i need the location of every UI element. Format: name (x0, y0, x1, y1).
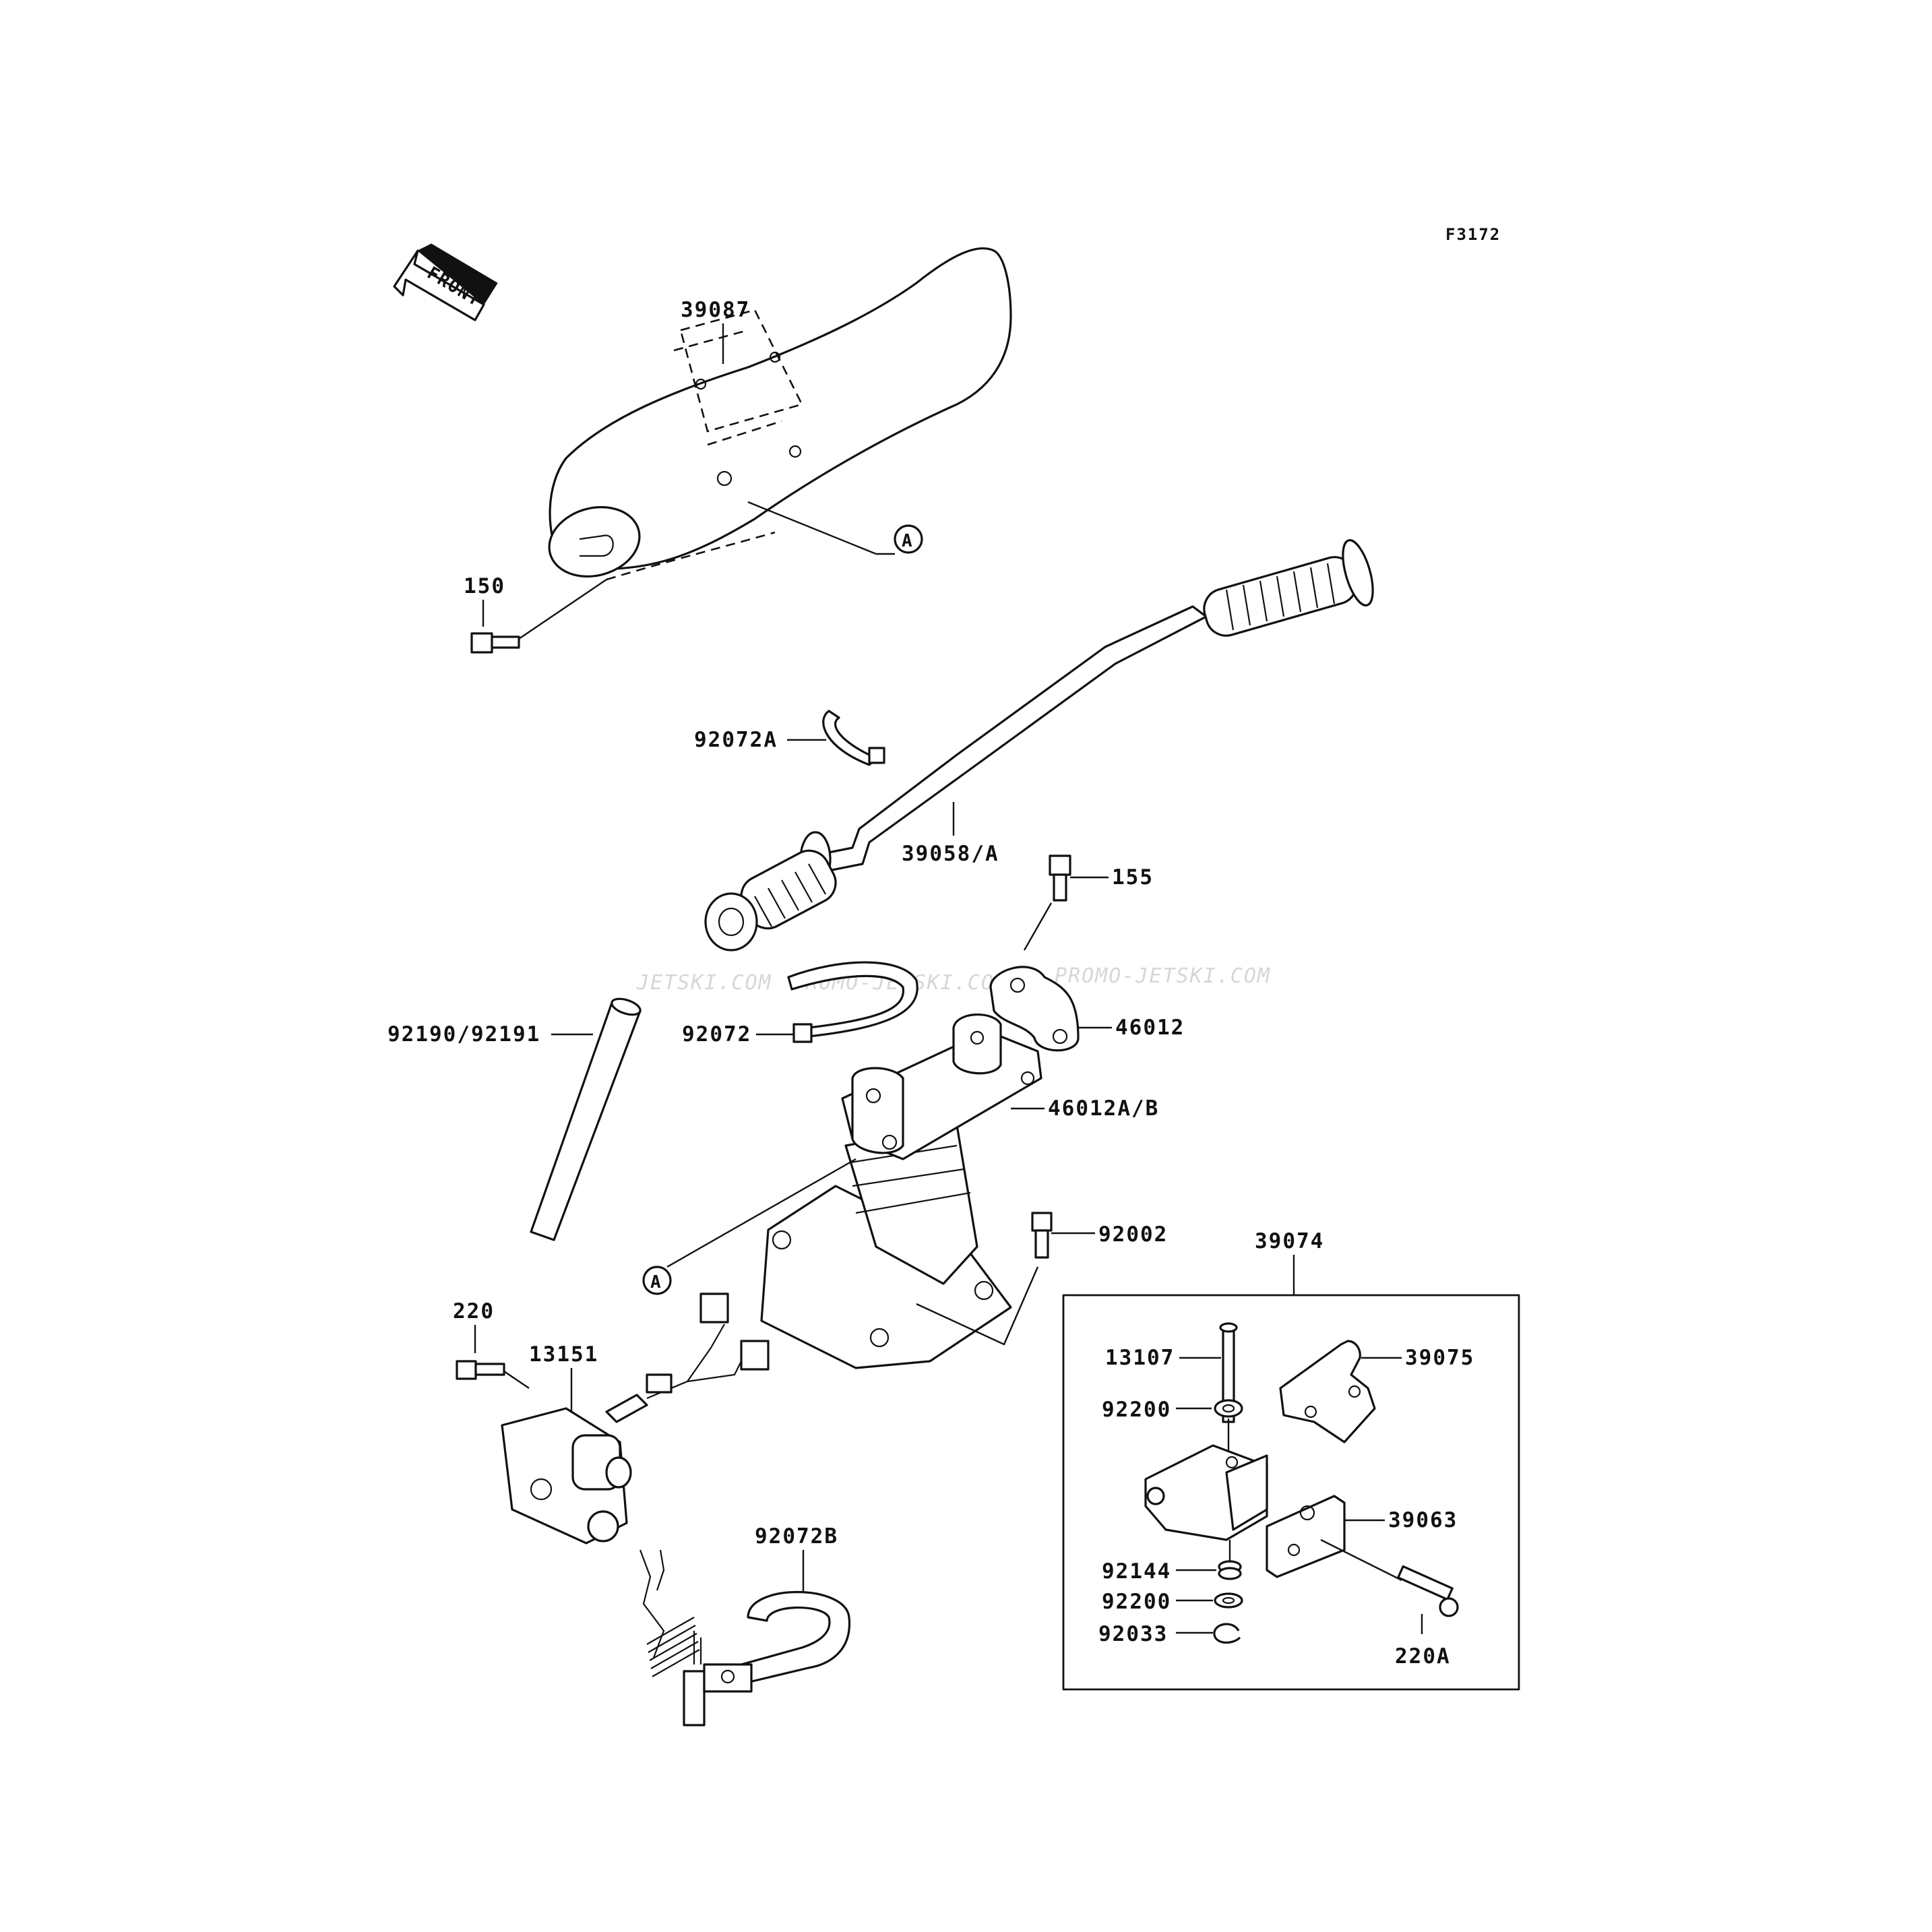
callout-92033: 92033 (1098, 1622, 1168, 1646)
callout-92072: 92072 (682, 1022, 751, 1047)
handle-cover (548, 247, 1012, 581)
callout-39063: 39063 (1388, 1508, 1458, 1532)
washer-92200-top (1214, 1399, 1243, 1418)
callout-39087: 39087 (681, 298, 750, 322)
watermark-text-1: JETSKI.COM (636, 971, 772, 995)
callout-92190: 92190/92191 (387, 1022, 540, 1047)
callout-150: 150 (464, 574, 505, 598)
washer-92200-bottom-hole (1222, 1596, 1235, 1604)
watermark: JETSKI.COM PROMO-JETSKI.COM PROMO-JETSKI… (636, 964, 1271, 995)
reference-mark-a-bottom (642, 1266, 672, 1295)
clip-92072b (639, 1549, 851, 1726)
washer-92200-bottom (1214, 1592, 1243, 1609)
pin-13107 (1219, 1322, 1238, 1423)
throttle-bracket (1144, 1444, 1268, 1541)
reference-label-a-top: A (902, 531, 914, 551)
callout-39074: 39074 (1255, 1229, 1324, 1253)
switch-13151 (501, 1292, 770, 1545)
callout-220a: 220A (1395, 1644, 1451, 1669)
callout-13151: 13151 (529, 1342, 598, 1367)
callout-46012: 46012 (1115, 1016, 1185, 1040)
assembly-box-39074 (1062, 1294, 1520, 1691)
callout-92002: 92002 (1098, 1222, 1168, 1247)
callout-155: 155 (1112, 865, 1154, 890)
front-arrow-icon: FRONT (393, 243, 498, 321)
leader-A-column (666, 1158, 856, 1268)
callout-13107: 13107 (1105, 1346, 1175, 1370)
callout-220: 220 (453, 1299, 495, 1323)
callout-92200-top: 92200 (1102, 1398, 1171, 1422)
bolt-155 (1049, 854, 1071, 902)
bolt-92002 (1031, 1212, 1053, 1259)
spring-92144 (1218, 1560, 1242, 1580)
bolt-150 (470, 579, 607, 654)
reference-mark-a-top (894, 524, 923, 554)
figure-code: F3172 (1445, 225, 1501, 244)
clamp-92072a (822, 710, 885, 766)
callout-92200-bottom: 92200 (1102, 1590, 1171, 1614)
eclip-92033 (1213, 1623, 1241, 1644)
lever-39075 (1279, 1340, 1376, 1443)
callout-39075: 39075 (1405, 1346, 1474, 1370)
reference-label-a-bottom: A (650, 1272, 662, 1292)
cover-39063 (1266, 1495, 1346, 1578)
leader-92002-b (916, 1266, 1039, 1346)
watermark-text-3: PROMO-JETSKI.COM (1055, 964, 1271, 988)
tube-92190 (530, 997, 642, 1241)
upper-clamp-46012 (989, 966, 1080, 1052)
steering-column-46012ab (760, 1013, 1042, 1369)
screw-220a (1320, 1538, 1459, 1617)
callout-92072b: 92072B (755, 1524, 838, 1549)
handlebar (704, 539, 1374, 952)
leader-155-b (1023, 902, 1053, 951)
washer-92200-top-hole (1222, 1404, 1235, 1413)
bolt-220 (456, 1360, 530, 1389)
callout-92072a: 92072A (694, 728, 778, 752)
leader-A-cover (747, 501, 877, 555)
callout-92144: 92144 (1102, 1559, 1171, 1584)
callout-39058: 39058/A (902, 842, 999, 866)
callout-46012ab: 46012A/B (1048, 1096, 1159, 1121)
strap-92072 (787, 961, 918, 1043)
